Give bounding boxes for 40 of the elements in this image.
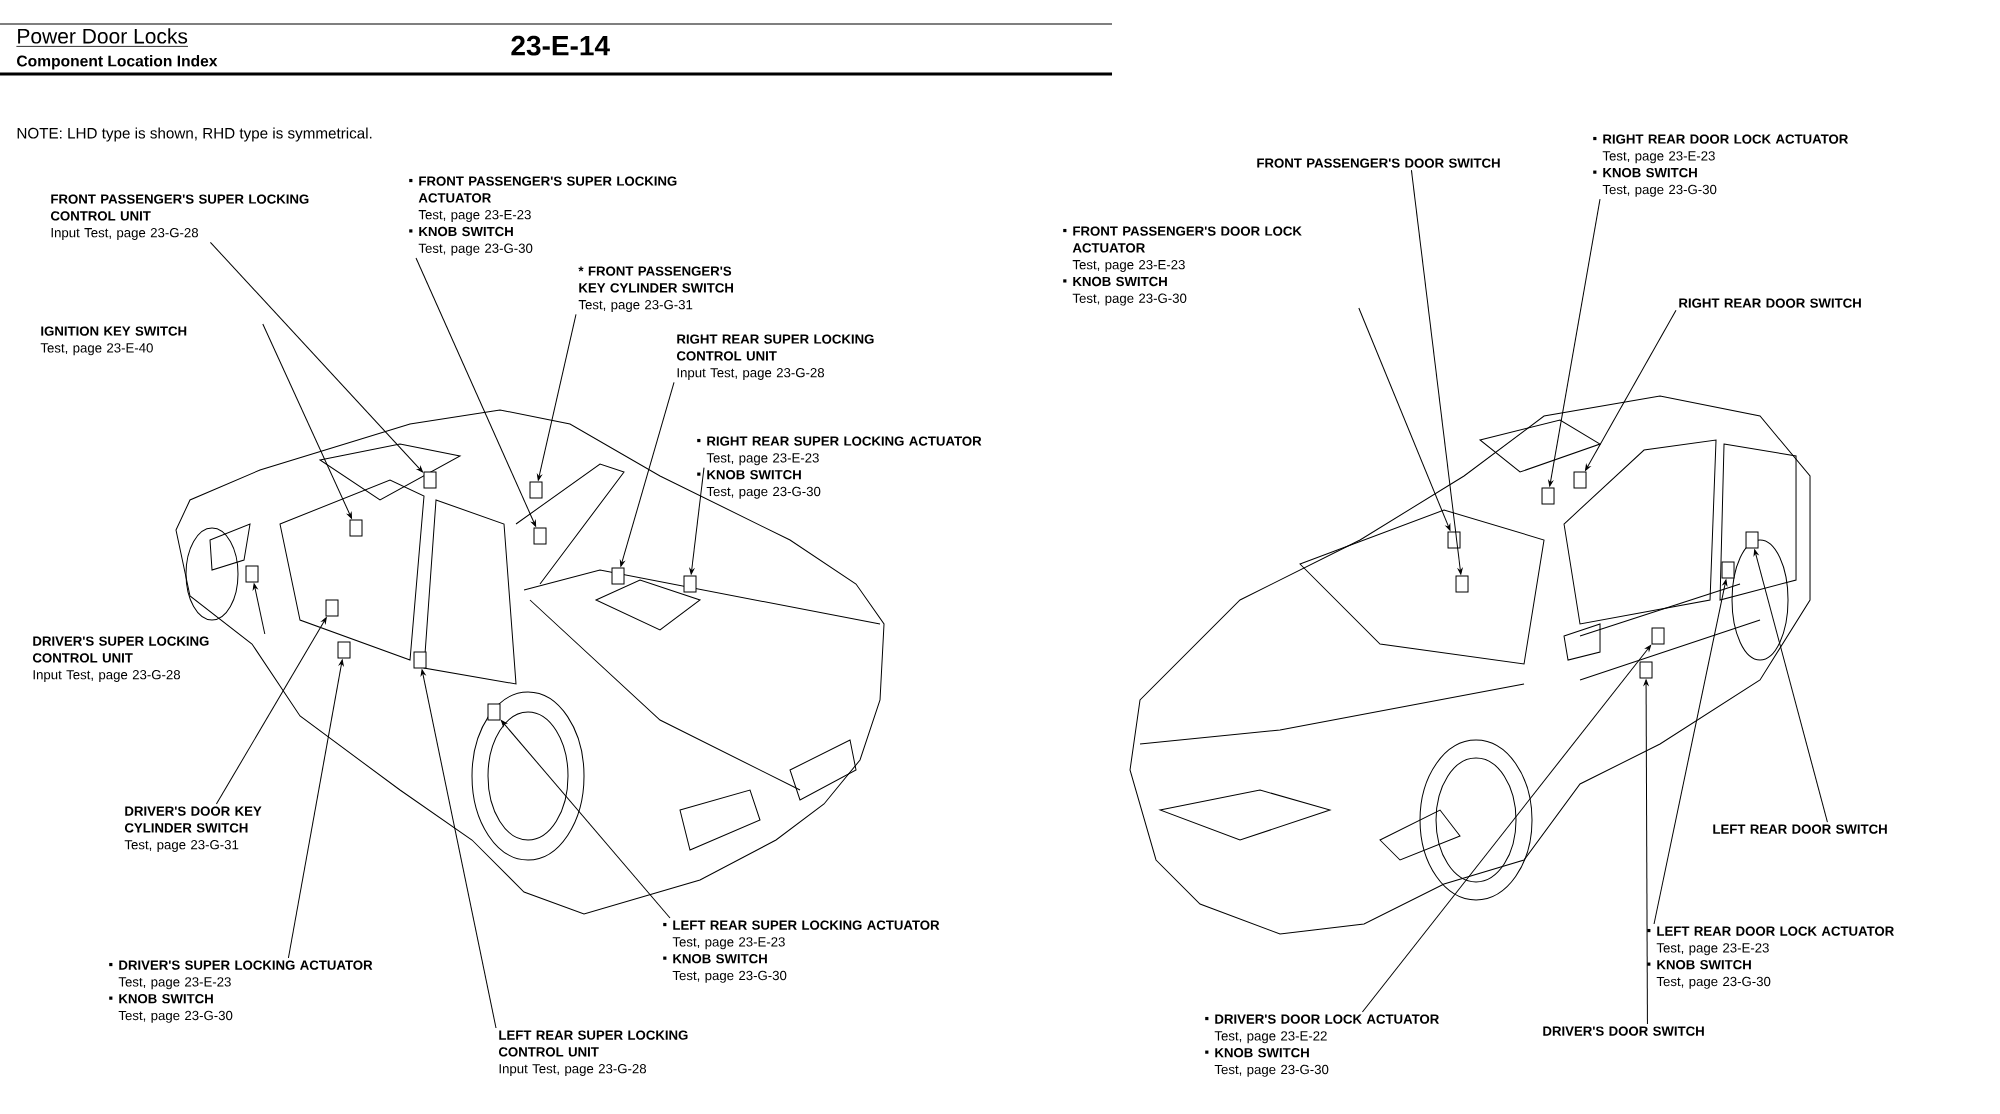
component-box	[1541, 487, 1555, 505]
leader-line	[1410, 169, 1463, 575]
leader-line	[252, 583, 266, 635]
leader-line	[1653, 579, 1728, 925]
component-box	[611, 567, 625, 585]
leader-line	[262, 323, 353, 519]
leader-line	[287, 659, 344, 959]
leader-line	[537, 313, 577, 481]
leader-line	[1358, 307, 1451, 531]
component-box	[1721, 561, 1735, 579]
component-box	[1447, 531, 1461, 549]
component-box	[533, 527, 547, 545]
component-box	[1455, 575, 1469, 593]
leader-line	[500, 720, 671, 919]
leader-line	[215, 617, 327, 805]
page-number: 23-E-14	[511, 35, 610, 56]
component-box	[683, 575, 697, 593]
component-box	[529, 481, 543, 499]
component-box	[325, 599, 339, 617]
component-box	[337, 641, 351, 659]
component-box	[1573, 471, 1587, 489]
component-box	[1639, 661, 1653, 679]
page-title: Power Door Locks	[16, 28, 189, 47]
component-box	[487, 703, 501, 721]
leader-line	[1361, 644, 1652, 1013]
leader-line	[420, 669, 497, 1029]
leader-line	[209, 241, 424, 473]
component-box	[245, 565, 259, 583]
component-box	[1745, 531, 1759, 549]
leader-line	[619, 381, 675, 567]
leader-line	[689, 467, 705, 575]
component-box	[413, 651, 427, 669]
component-box	[1651, 627, 1665, 645]
leader-line	[1753, 549, 1828, 823]
component-box	[423, 471, 437, 489]
leader-line	[415, 257, 537, 527]
component-box	[349, 519, 363, 537]
leader-line	[1585, 309, 1677, 471]
leader-line	[1548, 198, 1601, 487]
leader-line	[1643, 679, 1649, 1025]
